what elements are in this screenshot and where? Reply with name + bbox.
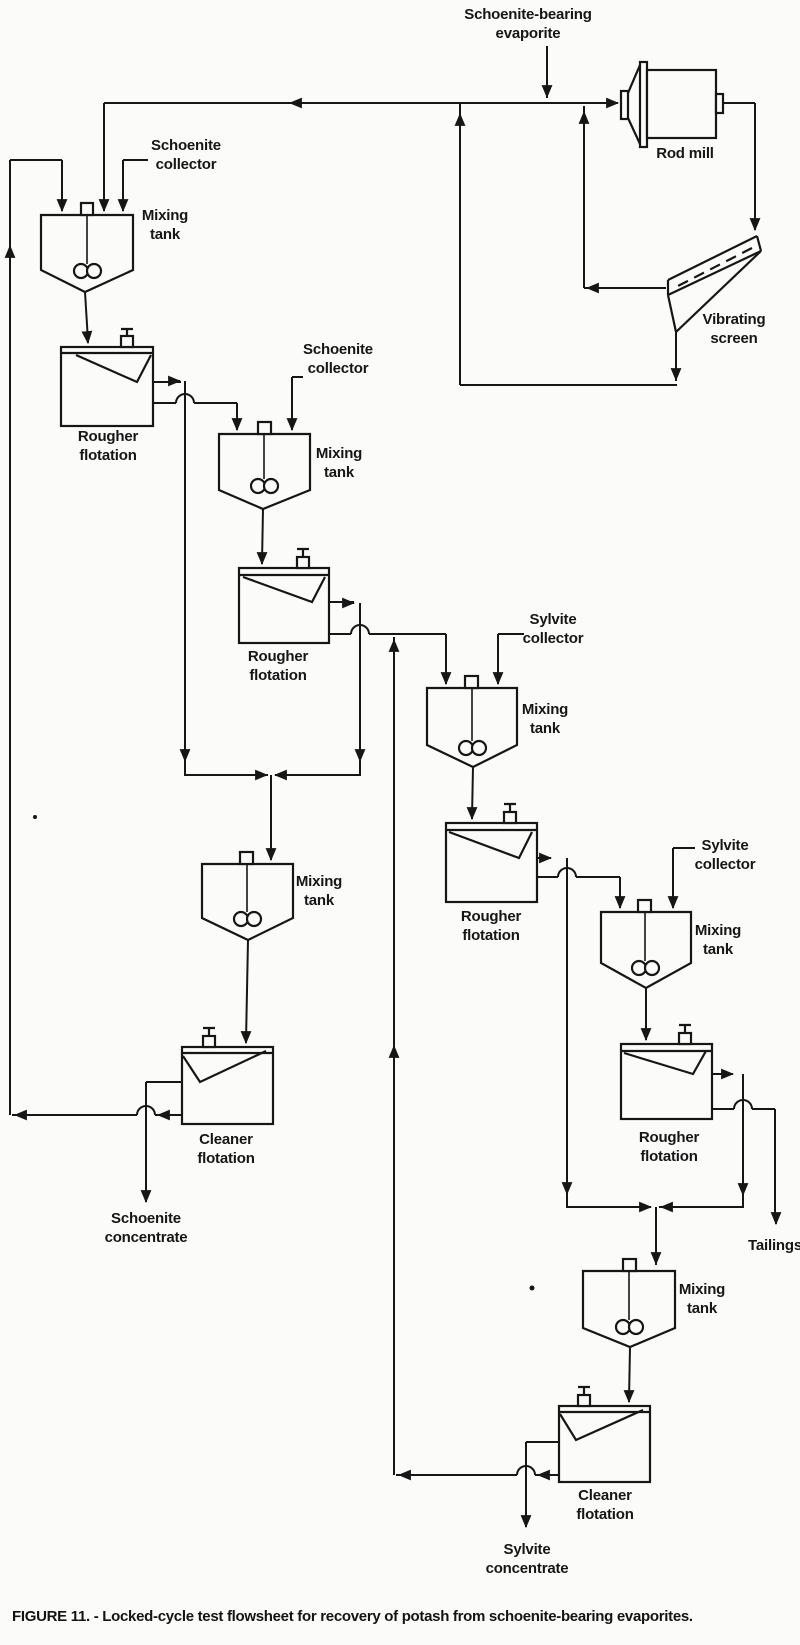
rougher-flotation-label-3: Rougher flotation [460,908,522,944]
tailings-label: Tailings [748,1237,800,1254]
hop-icon [516,1465,536,1476]
mixing-tank-label-5: Mixing tank [295,873,343,909]
mixing-tank-6-icon [581,1257,677,1349]
ink-speck [529,1285,535,1291]
mixing-tank-5-icon [200,850,295,942]
rougher-flotation-label-1: Rougher flotation [77,428,139,464]
hop-icon [175,393,195,404]
cleaner-flotation-2-icon [557,1385,652,1484]
hop-icon [350,624,370,635]
stream-rougher4-tailings [712,1108,776,1221]
schoenite-collector-label-1: Schoenite collector [151,137,221,173]
figure-caption: FIGURE 11. - Locked-cycle test flowsheet… [12,1608,693,1625]
stream-rougher1-tailings [153,402,238,429]
stream-rougher2-tailings [329,633,447,683]
vibrating-screen-label: Vibrating screen [702,311,766,347]
rougher-flotation-4-icon [619,1023,714,1121]
feed-material-label: Schoenite-bearing evaporite [464,6,592,42]
rougher-flotation-2-icon [237,547,331,645]
mixing-tank-1-icon [39,201,135,294]
stream-collector2 [291,376,303,429]
hop-icon [557,867,577,878]
sylvite-collector-label-1: Sylvite collector [522,611,584,647]
mixing-tank-label-1: Mixing tank [141,207,189,243]
rougher-flotation-1-icon [59,327,155,428]
stream-mixtank5-out [245,939,249,1042]
rougher-flotation-label-2: Rougher flotation [247,648,309,684]
stream-rougher3-concentrate [519,857,649,1208]
stream-mill-discharge [722,102,756,229]
schoenite-collector-label-2: Schoenite collector [303,341,373,377]
mixing-tank-2-icon [217,420,312,511]
cleaner-flotation-1-icon [180,1026,275,1126]
schoenite-concentrate-label: Schoenite concentrate [104,1210,188,1246]
rougher-flotation-3-icon [444,802,539,904]
hop-icon [733,1099,753,1110]
rod-mill-icon [619,60,725,149]
stream-cleaner1-recycle-top [10,159,63,210]
mixing-tank-label-6: Mixing tank [678,1281,726,1317]
mixing-tank-label-4: Mixing tank [694,922,742,958]
flow-arrowheads [4,85,782,1529]
rougher-flotation-label-4: Rougher flotation [638,1129,700,1165]
mixing-tank-label-2: Mixing tank [315,445,363,481]
ink-speck [33,815,37,819]
line-hop-bridges [136,393,753,1476]
sylvite-concentrate-label: Sylvite concentrate [485,1541,569,1577]
sylvite-collector-label-2: Sylvite collector [694,837,756,873]
hop-icon [136,1105,156,1116]
stream-rougher3-tailings [537,876,621,907]
mixing-tank-label-3: Mixing tank [521,701,569,737]
vibrating-screen-icon [666,235,763,333]
cleaner-flotation-label-1: Cleaner flotation [197,1131,255,1167]
ink-specks [33,815,535,1291]
cleaner-flotation-label-2: Cleaner flotation [576,1487,634,1523]
rod-mill-label: Rod mill [656,145,714,162]
mixing-tank-3-icon [425,674,519,769]
mixing-tank-4-icon [599,898,693,990]
